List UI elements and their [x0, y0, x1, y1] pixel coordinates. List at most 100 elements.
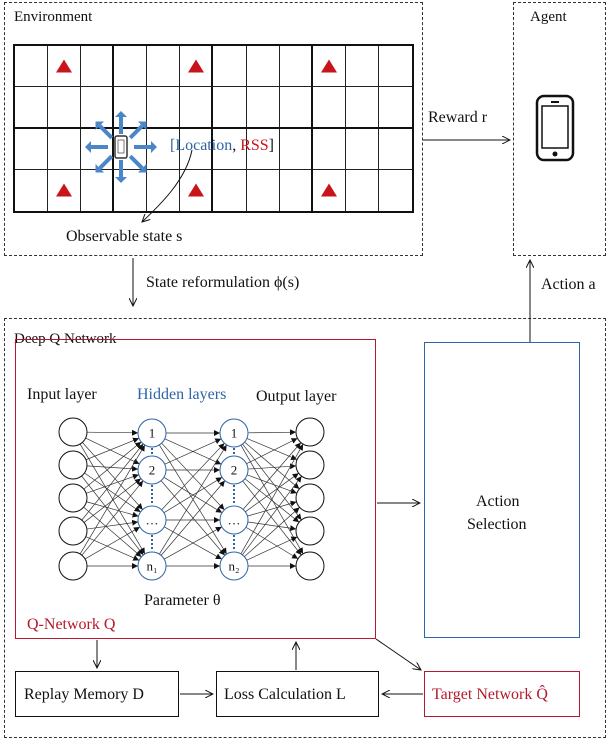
grid-cell — [48, 128, 82, 170]
grid-cell — [279, 128, 313, 170]
nn-connection — [83, 478, 142, 523]
nn-connection — [79, 444, 146, 555]
grid-cell — [312, 46, 346, 88]
hidden-node-label: 1 — [230, 425, 238, 441]
reward-label: Reward r — [428, 109, 488, 126]
signal-arrow — [98, 124, 114, 140]
agent-title: Agent — [530, 9, 567, 25]
grid-cell — [15, 46, 49, 88]
nn-connection — [86, 501, 139, 518]
nn-connection — [245, 526, 299, 560]
state-bracket-open: [ — [170, 137, 176, 154]
nn-connection — [84, 526, 141, 560]
grid-cell — [48, 46, 82, 88]
hidden-node-label: 2 — [148, 462, 156, 478]
observable-state-label: Observable state s — [66, 228, 183, 245]
grid-cell — [180, 169, 214, 211]
nn-connection — [86, 519, 139, 530]
output-node — [295, 450, 325, 480]
device-icon — [114, 135, 128, 159]
signal-arrowhead — [137, 121, 147, 131]
nn-connection — [86, 429, 139, 436]
grid-cell — [114, 87, 148, 129]
grid-cell — [213, 169, 247, 211]
nn-connection — [242, 442, 302, 510]
grid-cell — [246, 87, 280, 129]
grid-cell — [345, 87, 379, 129]
grid-cell — [246, 128, 280, 170]
nn-connection — [83, 441, 142, 490]
nn-connection — [84, 472, 141, 513]
grid-cell — [246, 46, 280, 88]
nn-connection — [81, 475, 144, 556]
hidden-node-2 — [219, 551, 249, 581]
nn-connection — [242, 475, 302, 556]
nn-connection — [246, 438, 298, 461]
signal-arrowhead — [137, 163, 147, 173]
grid-cell — [147, 87, 181, 129]
output-node — [295, 516, 325, 546]
nn-connection — [159, 444, 227, 555]
state-reformulation-label: State reformulation ϕ(s) — [146, 274, 300, 291]
hidden-node-1 — [137, 455, 167, 485]
replay-memory-box — [15, 671, 179, 717]
smartphone-icon — [535, 94, 575, 162]
nn-connection — [161, 442, 225, 511]
nn-connection — [244, 478, 300, 523]
dqn-box — [4, 318, 606, 738]
signal-arrow — [128, 124, 144, 140]
observable-state-pointer — [142, 149, 193, 222]
input-node — [58, 417, 88, 447]
environment-box — [4, 2, 423, 256]
grid-cell — [81, 46, 115, 88]
access-point-marker — [187, 183, 204, 197]
grid-cell — [180, 87, 214, 129]
nn-connection — [86, 465, 139, 472]
grid-cell — [114, 46, 148, 88]
access-point-marker — [56, 183, 73, 197]
loss-calculation-box — [216, 671, 379, 717]
output-node — [295, 417, 325, 447]
target-network-box — [424, 671, 580, 717]
grid-cell — [378, 87, 412, 129]
grid-cell — [147, 128, 181, 170]
signal-arrowhead — [115, 111, 127, 117]
access-point-marker — [320, 183, 337, 197]
grid-cell — [378, 129, 412, 170]
hidden-node-2 — [219, 418, 249, 448]
grid-cell — [213, 46, 247, 88]
nn-connection — [240, 444, 304, 554]
signal-arrowhead — [151, 141, 157, 153]
grid-cell — [312, 87, 346, 129]
grid-cell — [180, 46, 214, 88]
grid-cell — [213, 87, 247, 129]
signal-arrow — [128, 154, 144, 170]
action-selection-line1: Action — [476, 493, 520, 510]
environment-grid — [13, 44, 414, 213]
nn-connection — [246, 536, 298, 561]
grid-cell — [48, 169, 82, 211]
grid-cell — [147, 169, 181, 211]
replay-memory-label: Replay Memory D — [24, 686, 144, 703]
state-rss: RSS — [240, 137, 269, 154]
nn-connection — [160, 480, 226, 556]
nn-connection — [82, 442, 143, 510]
nn-connection — [81, 480, 144, 556]
nn-connection — [242, 443, 302, 521]
nn-connection — [85, 437, 140, 461]
nn-connection — [244, 441, 300, 490]
parameter-label: Parameter θ — [144, 592, 221, 609]
grid-cell — [15, 128, 49, 170]
qnet-to-target-arrow — [375, 638, 421, 670]
input-node — [58, 450, 88, 480]
nn-connection — [247, 521, 297, 532]
nn-connection — [247, 429, 297, 436]
grid-cell — [279, 87, 313, 129]
state-bracket-close: ] — [268, 137, 274, 154]
hidden-node-label: … — [227, 512, 241, 528]
state-label: [Location, RSS] — [170, 138, 274, 154]
grid-cell — [147, 46, 181, 88]
qnetwork-label: Q-Network Q — [27, 616, 116, 633]
nn-connection — [164, 526, 222, 560]
agent-box — [513, 2, 606, 256]
